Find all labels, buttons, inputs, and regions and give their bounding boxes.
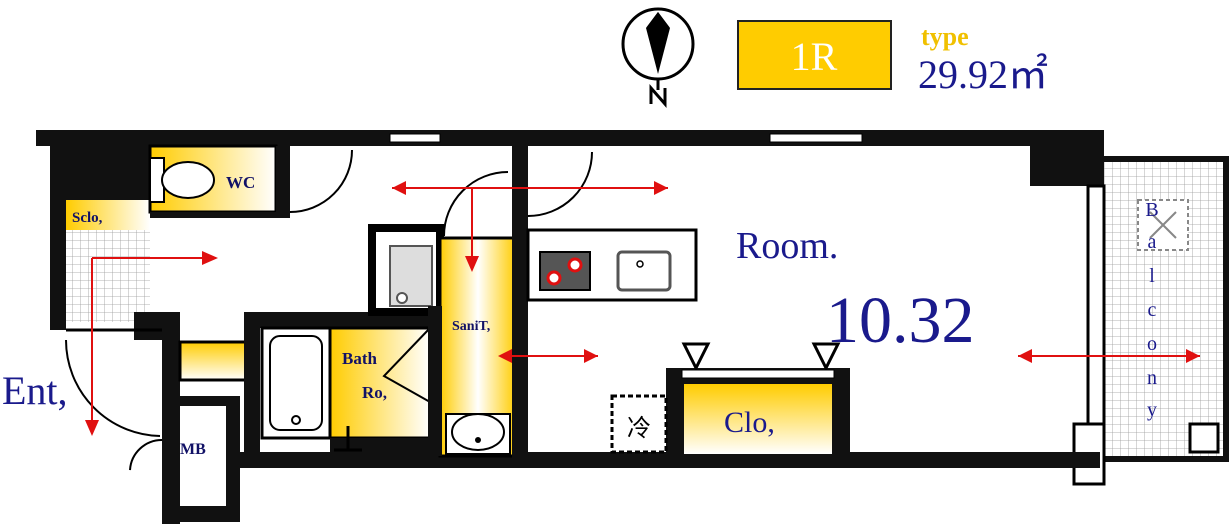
north-arrow-icon: [621, 7, 695, 108]
shoe-closet-area: [66, 200, 150, 230]
sanitary-label: SaniT,: [452, 319, 490, 334]
drain-icon: [1188, 422, 1220, 454]
shelf: [178, 340, 248, 382]
bath-label: Bath: [342, 349, 378, 368]
washbasin-icon: [445, 413, 511, 455]
wall-wc-left: [50, 140, 150, 200]
wall-mb-right: [226, 396, 240, 522]
room-size: 10.32: [826, 284, 975, 357]
window: [769, 133, 863, 143]
balcony-letter: B: [1145, 199, 1158, 221]
balcony-letter: n: [1147, 367, 1157, 389]
balcony-rail-bottom: [1102, 456, 1228, 462]
balcony-letter: l: [1149, 265, 1155, 287]
type-label: type: [921, 22, 969, 51]
wall-mb-left: [162, 312, 180, 524]
wall-bath-bottom: [330, 438, 436, 454]
sani-door: [443, 171, 509, 237]
wall-wc-bottom: [150, 212, 290, 218]
fridge-label: 冷: [627, 414, 651, 442]
room-door: [527, 151, 593, 217]
stove-icon: [539, 251, 591, 291]
bath-door: [382, 327, 431, 403]
balcony-rail-right: [1223, 156, 1229, 462]
wall-sani-right: [512, 146, 528, 458]
sink-icon: [616, 250, 672, 292]
balcony-letter: c: [1148, 299, 1157, 321]
entrance-label: Ent,: [2, 368, 68, 413]
wall-mb-top: [162, 396, 238, 406]
wall-mb-bottom: [162, 506, 238, 522]
unit-type-badge: [737, 20, 892, 90]
bath-suffix-label: Ro,: [362, 383, 387, 402]
unit-type: 1R: [791, 34, 838, 79]
floor-area: 29.92㎡: [918, 52, 1048, 97]
closet-label: Clo,: [724, 406, 775, 439]
balcony-letter: o: [1147, 333, 1157, 355]
balcony-rail-top: [1102, 156, 1228, 162]
bathtub-icon: [260, 326, 332, 440]
balcony-window: [1086, 184, 1106, 428]
mb-label: MB: [180, 441, 206, 458]
balcony-label: B a l c o n y: [1145, 199, 1158, 421]
wall-bath-left: [244, 316, 260, 456]
wc-door: [289, 149, 353, 213]
room-label: Room.: [736, 225, 838, 267]
balcony-letter: y: [1147, 399, 1157, 421]
balcony-letter: a: [1148, 231, 1157, 253]
fridge-icon: [610, 394, 668, 454]
circulation-arrows: [85, 181, 1200, 436]
closet: [684, 384, 832, 454]
wall-wc-right: [276, 146, 290, 212]
entrance-door: [65, 339, 161, 437]
evacuation-hatch-icon: [1137, 199, 1189, 251]
wc-label: WC: [226, 173, 255, 192]
wall-sani-left: [428, 306, 442, 456]
window: [389, 133, 441, 143]
shoe-closet-label: Sclo,: [72, 210, 103, 226]
toilet-icon: [149, 157, 215, 203]
mb-door: [129, 438, 163, 471]
entrance-tile: [66, 230, 150, 322]
wall-top: [36, 130, 1104, 146]
wall-pillar-right: [1030, 130, 1104, 186]
